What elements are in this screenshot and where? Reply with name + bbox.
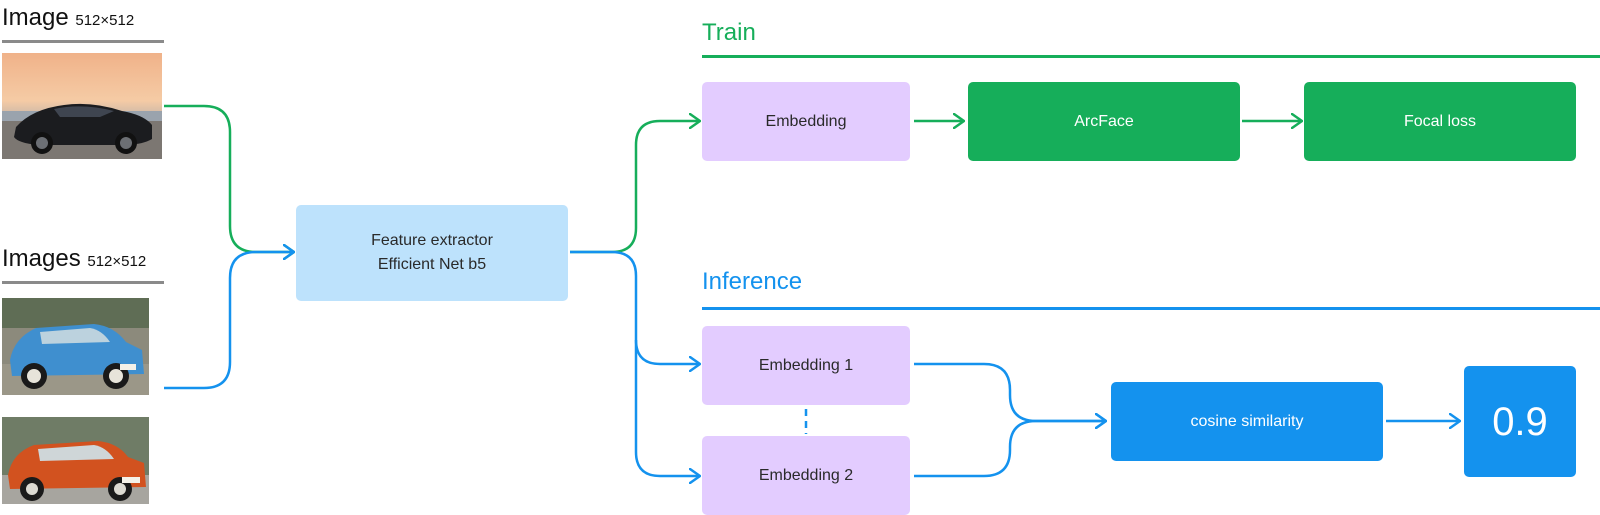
embedding2-to-similarity-connector (914, 421, 1106, 478)
embedding-1-label: Embedding 1 (758, 356, 854, 374)
extractor-to-embedding2-connector (634, 340, 700, 476)
single-image-header: Image 512×512 (2, 4, 134, 32)
similarity-score-value: 0.9 (1492, 399, 1548, 444)
arcface-label: ArcFace (1074, 112, 1134, 130)
focal-loss-box: Focal loss (1304, 82, 1576, 161)
cosine-similarity-label: cosine similarity (1190, 412, 1304, 430)
feature-extractor-box: Feature extractor Efficient Net b5 (296, 205, 568, 301)
focal-loss-label: Focal loss (1403, 112, 1477, 130)
black-sedan-photo (2, 53, 162, 159)
image-to-extractor-connector (164, 104, 294, 252)
single-image-size: 512×512 (75, 12, 135, 29)
blue-car-photo (2, 298, 149, 395)
extractor-to-embedding1-connector (570, 250, 700, 364)
inference-section-title: Inference (702, 268, 803, 295)
inference-section-rule (702, 307, 1600, 310)
train-section-rule (702, 55, 1600, 58)
similarity-score-box: 0.9 (1464, 366, 1576, 477)
feature-extractor-title: Feature extractor (371, 232, 493, 249)
feature-extractor-model: Efficient Net b5 (377, 256, 487, 273)
images-to-extractor-connector (164, 252, 294, 390)
image-pair-label: Images (2, 245, 81, 272)
extractor-to-train-embedding-connector (570, 121, 700, 254)
cosine-similarity-box: cosine similarity (1111, 382, 1383, 461)
train-embedding-box: Embedding (702, 82, 910, 161)
arcface-box: ArcFace (968, 82, 1240, 161)
image-pair-header-rule (2, 281, 164, 284)
single-image-header-rule (2, 40, 164, 43)
train-embedding-label: Embedding (765, 112, 847, 130)
embedding-2-box: Embedding 2 (702, 436, 910, 515)
embedding1-to-similarity-connector (914, 362, 1106, 421)
train-section-title: Train (702, 19, 756, 46)
embedding-2-label: Embedding 2 (758, 466, 854, 484)
embedding-1-box: Embedding 1 (702, 326, 910, 405)
orange-car-photo (2, 417, 149, 504)
single-image-label: Image (2, 4, 69, 31)
image-pair-header: Images 512×512 (2, 245, 146, 273)
image-pair-size: 512×512 (87, 253, 147, 270)
